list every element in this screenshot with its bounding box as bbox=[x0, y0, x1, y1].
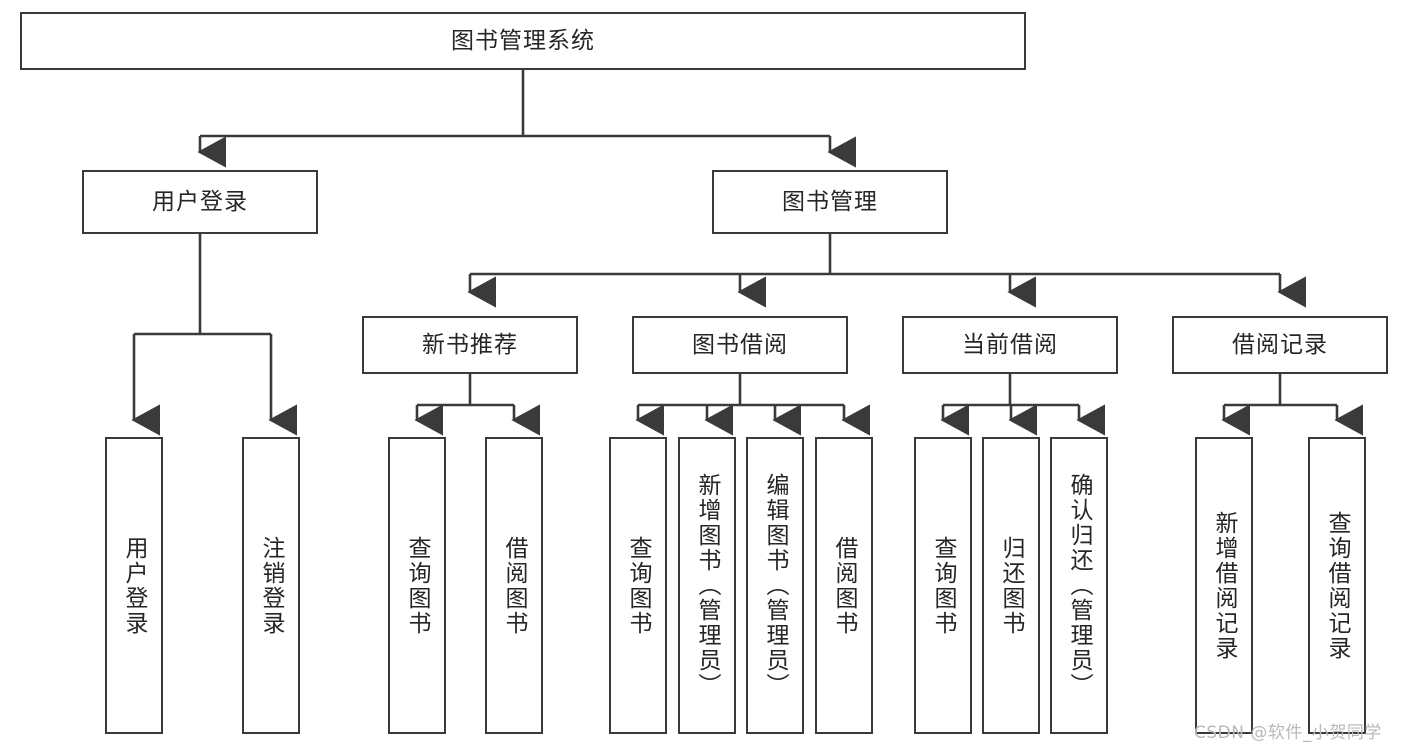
node-label: 查询图书 bbox=[625, 535, 652, 636]
node-label: 借阅图书 bbox=[501, 535, 528, 636]
node-label: 注销登录 bbox=[258, 535, 285, 636]
node-user-login[interactable]: 用户登录 bbox=[82, 170, 318, 234]
node-label: 查询图书 bbox=[930, 535, 957, 636]
csdn-watermark: CSDN @软件_小贺同学 bbox=[1194, 723, 1382, 743]
node-label: 编辑图书（管理员） bbox=[762, 473, 789, 698]
node-leaf-query-book-new[interactable]: 查询图书 bbox=[388, 437, 446, 734]
node-book-management[interactable]: 图书管理 bbox=[712, 170, 948, 234]
node-leaf-add-borrow-record[interactable]: 新增借阅记录 bbox=[1195, 437, 1253, 734]
node-leaf-borrow-book-new[interactable]: 借阅图书 bbox=[485, 437, 543, 734]
node-label: 图书借阅 bbox=[692, 331, 788, 358]
node-leaf-confirm-return-admin[interactable]: 确认归还（管理员） bbox=[1050, 437, 1108, 734]
node-leaf-return-book[interactable]: 归还图书 bbox=[982, 437, 1040, 734]
node-current-borrow[interactable]: 当前借阅 bbox=[902, 316, 1118, 374]
node-root-system[interactable]: 图书管理系统 bbox=[20, 12, 1026, 70]
node-label: 新增借阅记录 bbox=[1211, 510, 1238, 661]
node-label: 借阅图书 bbox=[831, 535, 858, 636]
node-borrow-records[interactable]: 借阅记录 bbox=[1172, 316, 1388, 374]
node-label: 新增图书（管理员） bbox=[694, 473, 721, 698]
node-label: 图书管理系统 bbox=[451, 27, 595, 54]
node-leaf-edit-book-admin[interactable]: 编辑图书（管理员） bbox=[746, 437, 804, 734]
node-leaf-query-book[interactable]: 查询图书 bbox=[609, 437, 667, 734]
node-book-borrow[interactable]: 图书借阅 bbox=[632, 316, 848, 374]
node-label: 图书管理 bbox=[782, 188, 878, 215]
node-label: 查询图书 bbox=[404, 535, 431, 636]
node-label: 确认归还（管理员） bbox=[1066, 473, 1093, 698]
node-label: 当前借阅 bbox=[962, 331, 1058, 358]
node-leaf-logout[interactable]: 注销登录 bbox=[242, 437, 300, 734]
node-leaf-add-book-admin[interactable]: 新增图书（管理员） bbox=[678, 437, 736, 734]
node-label: 用户登录 bbox=[152, 188, 248, 215]
node-leaf-borrow-book[interactable]: 借阅图书 bbox=[815, 437, 873, 734]
node-leaf-query-borrow-record[interactable]: 查询借阅记录 bbox=[1308, 437, 1366, 734]
node-leaf-user-login[interactable]: 用户登录 bbox=[105, 437, 163, 734]
node-label: 用户登录 bbox=[121, 535, 148, 636]
node-label: 新书推荐 bbox=[422, 331, 518, 358]
node-leaf-query-book-current[interactable]: 查询图书 bbox=[914, 437, 972, 734]
node-label: 查询借阅记录 bbox=[1324, 510, 1351, 661]
node-new-book-recommend[interactable]: 新书推荐 bbox=[362, 316, 578, 374]
node-label: 归还图书 bbox=[998, 535, 1025, 636]
node-label: 借阅记录 bbox=[1232, 331, 1328, 358]
